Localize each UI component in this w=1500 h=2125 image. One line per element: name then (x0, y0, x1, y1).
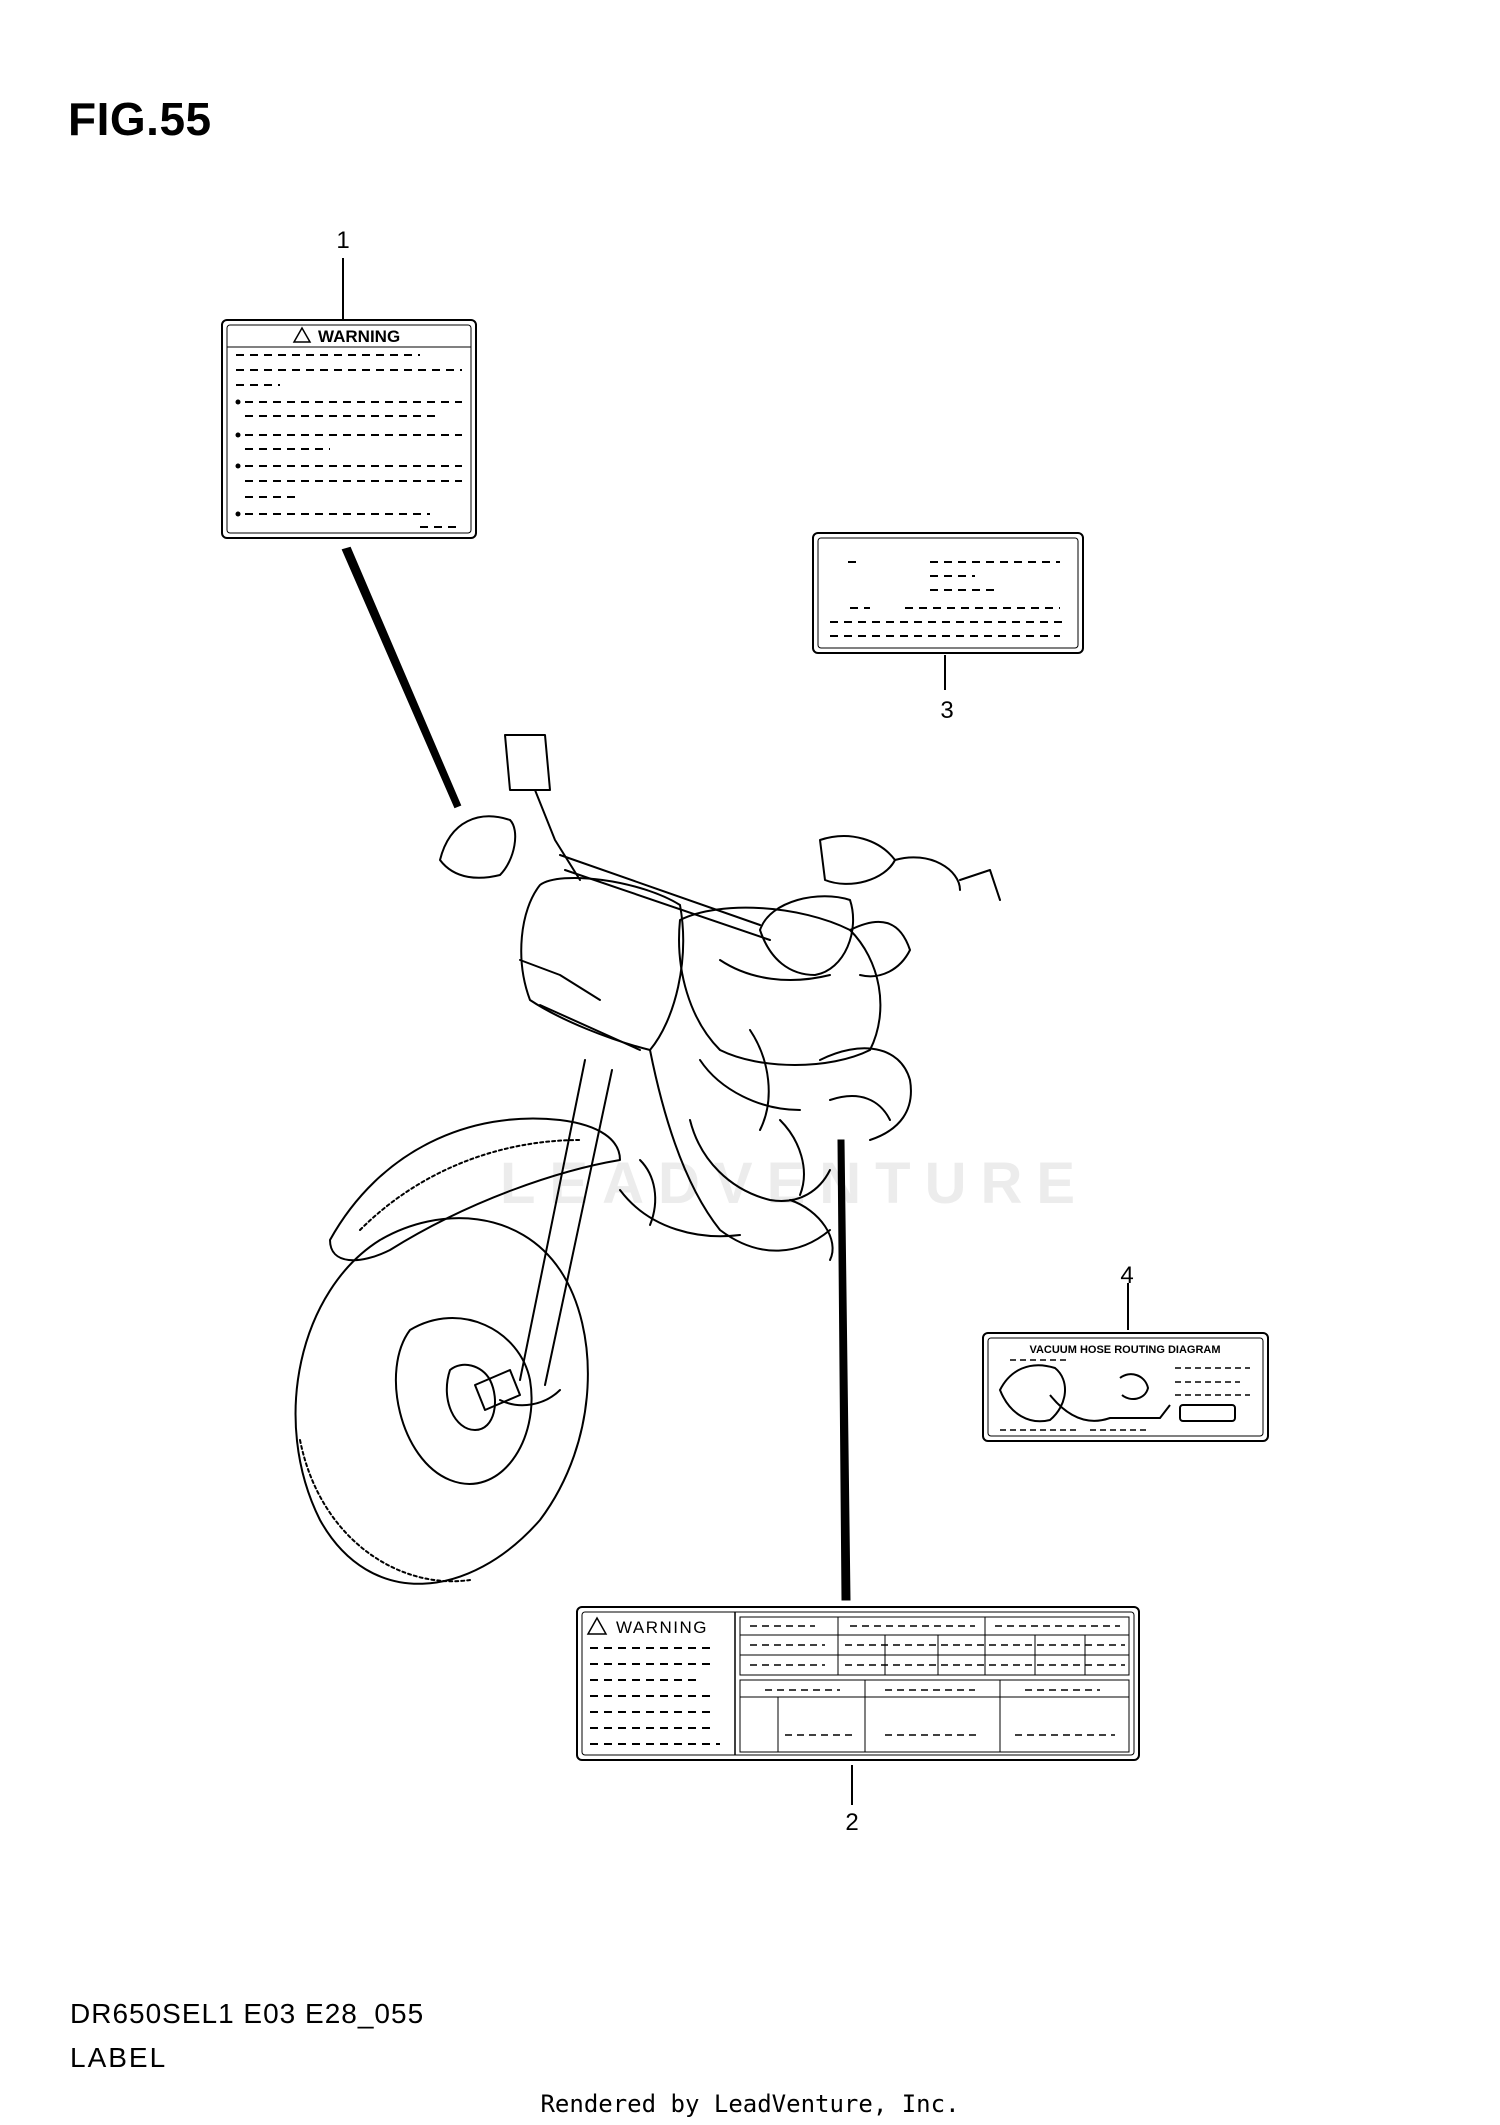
callout-4: 4 (1120, 1262, 1133, 1289)
callout-2: 2 (845, 1809, 858, 1836)
watermark: LEADVENTURE (500, 1151, 1090, 1216)
warning-label-1 (221, 319, 477, 539)
leader-lines (341, 258, 1129, 1805)
warning-label-1-title: WARNING (318, 327, 400, 346)
render-credit: Rendered by LeadVenture, Inc. (540, 2090, 960, 2118)
figure-title: FIG.55 (68, 93, 212, 145)
warning-label-2-title: WARNING (616, 1618, 708, 1637)
vacuum-hose-label (982, 1332, 1269, 1442)
motorcycle-drawing (294, 734, 1001, 1585)
label-3 (812, 532, 1084, 654)
vacuum-hose-title: VACUUM HOSE ROUTING DIAGRAM (1029, 1344, 1220, 1356)
callout-1: 1 (336, 227, 349, 254)
callout-3: 3 (940, 697, 953, 724)
warning-label-2 (576, 1606, 1140, 1761)
section-label: LABEL (70, 2042, 168, 2073)
diagram-code: DR650SEL1 E03 E28_055 (70, 1998, 425, 2029)
